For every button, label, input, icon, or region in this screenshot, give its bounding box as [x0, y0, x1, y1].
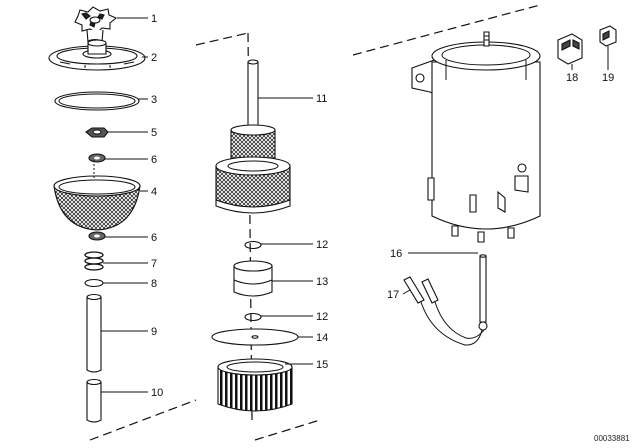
part-17-sensor-wires	[403, 276, 485, 346]
callout-5: 5	[151, 127, 157, 139]
callout-13: 13	[316, 276, 328, 288]
callout-16: 16	[390, 248, 402, 260]
callout-14: 14	[316, 332, 328, 344]
part-7-spring	[84, 251, 104, 271]
part-2-cover-plate	[48, 39, 146, 71]
callout-17: 17	[387, 289, 399, 301]
left-leader-lines	[93, 17, 148, 393]
part-12-clip-upper	[244, 240, 262, 250]
callout-10: 10	[151, 387, 163, 399]
part-10-sleeve	[86, 378, 102, 423]
part-14-disc	[211, 328, 299, 346]
callout-12-upper: 12	[316, 239, 328, 251]
right-leader-lines	[402, 46, 609, 295]
callout-9: 9	[151, 326, 157, 338]
callout-8: 8	[151, 278, 157, 290]
callout-6-lower: 6	[151, 232, 157, 244]
part-8-o-ring	[84, 278, 104, 288]
callout-18: 18	[566, 72, 578, 84]
document-number: 00033881	[594, 434, 630, 443]
callout-3: 3	[151, 94, 157, 106]
callout-11: 11	[316, 93, 327, 105]
callout-19: 19	[602, 72, 614, 84]
part-1-impeller	[74, 6, 118, 46]
center-leader-lines	[258, 97, 313, 365]
part-15-ribbed-stator	[217, 358, 293, 412]
part-4-mesh-strainer	[53, 175, 141, 231]
part-18-connector	[557, 33, 583, 65]
callout-1: 1	[151, 13, 157, 25]
part-13-bushing	[233, 260, 273, 297]
part-19-clip	[599, 25, 617, 47]
callout-2: 2	[151, 52, 157, 64]
callout-12-lower: 12	[316, 311, 328, 323]
part-11-motor-shaft-filter	[215, 59, 291, 214]
part-16-rod	[478, 254, 488, 331]
callout-7: 7	[151, 258, 157, 270]
callout-6-upper: 6	[151, 154, 157, 166]
callout-4: 4	[151, 186, 157, 198]
part-5-nut	[85, 127, 109, 138]
part-12-clip-lower	[244, 312, 262, 322]
part-6-washer-upper	[88, 153, 106, 163]
callout-15: 15	[316, 359, 328, 371]
part-6-washer-lower	[88, 231, 106, 241]
housing-assembly	[411, 31, 541, 243]
part-9-tube	[86, 293, 102, 373]
part-3-ring-seal	[54, 91, 140, 111]
